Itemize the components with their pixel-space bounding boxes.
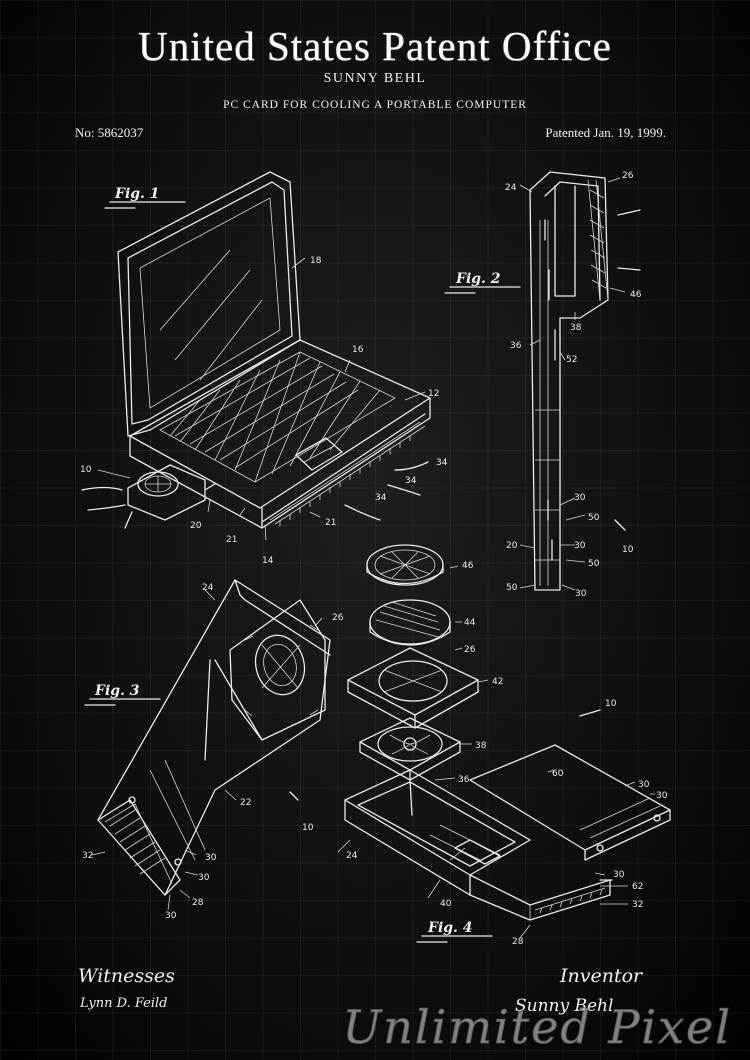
witnesses-label: Witnesses bbox=[78, 965, 175, 987]
ref-numeral: 14 bbox=[262, 556, 274, 566]
ref-numeral: 20 bbox=[506, 541, 518, 551]
figure-1-label: Fig. 1 bbox=[114, 186, 160, 202]
patent-date: Patented Jan. 19, 1999. bbox=[545, 125, 666, 140]
ref-numeral: 26 bbox=[464, 645, 476, 655]
figure-1-laptop-drawing: 18 16 12 10 34 34 34 20 21 21 14 Fig. 1 bbox=[80, 171, 448, 566]
witness-signature: Lynn D. Feild bbox=[80, 996, 168, 1011]
ref-numeral: 52 bbox=[566, 355, 577, 365]
inventor-name: SUNNY BEHL bbox=[323, 71, 427, 86]
figure-4-exploded-view: 46 44 26 42 10 38 36 60 30 30 24 40 30 6… bbox=[337, 544, 671, 947]
figure-3-label: Fig. 3 bbox=[94, 683, 140, 699]
ref-numeral: 21 bbox=[226, 535, 237, 545]
ref-numeral: 46 bbox=[630, 290, 642, 300]
figure-4-label: Fig. 4 bbox=[427, 920, 473, 936]
ref-numeral: 34 bbox=[405, 476, 417, 486]
patent-subtitle: PC CARD FOR COOLING A PORTABLE COMPUTER bbox=[223, 99, 527, 111]
ref-numeral: 50 bbox=[588, 513, 600, 523]
ref-numeral: 30 bbox=[656, 791, 668, 801]
ref-numeral: 30 bbox=[574, 541, 586, 551]
ref-numeral: 30 bbox=[574, 493, 586, 503]
ref-numeral: 44 bbox=[464, 618, 476, 628]
ref-numeral: 34 bbox=[375, 493, 387, 503]
ref-numeral: 32 bbox=[632, 900, 643, 910]
patent-number: No: 5862037 bbox=[75, 125, 144, 140]
figure-2-label: Fig. 2 bbox=[455, 271, 501, 287]
ref-numeral: 42 bbox=[492, 677, 503, 687]
ref-numeral: 18 bbox=[310, 256, 322, 266]
figure-3-pc-card: 24 26 22 10 32 30 30 28 30 Fig. 3 bbox=[82, 579, 344, 921]
ref-numeral: 24 bbox=[202, 583, 214, 593]
ref-numeral: 40 bbox=[440, 899, 452, 909]
ref-numeral: 21 bbox=[325, 518, 336, 528]
ref-numeral: 30 bbox=[613, 870, 625, 880]
ref-numeral: 30 bbox=[205, 853, 217, 863]
ref-numeral: 36 bbox=[510, 341, 522, 351]
ref-numeral: 10 bbox=[622, 545, 634, 555]
ref-numeral: 10 bbox=[80, 465, 92, 475]
ref-numeral: 26 bbox=[332, 613, 344, 623]
ref-numeral: 22 bbox=[240, 798, 251, 808]
ref-numeral: 34 bbox=[436, 458, 448, 468]
figure-2-cross-section: 24 26 46 38 36 52 30 50 30 50 20 50 30 1… bbox=[444, 171, 642, 599]
ref-numeral: 12 bbox=[428, 389, 439, 399]
watermark: Unlimited Pixel bbox=[342, 1000, 732, 1055]
ref-numeral: 36 bbox=[458, 775, 470, 785]
ref-numeral: 24 bbox=[346, 851, 358, 861]
ref-numeral: 10 bbox=[605, 699, 617, 709]
ref-numeral: 38 bbox=[570, 323, 582, 333]
page-title: United States Patent Office bbox=[138, 23, 612, 69]
ref-numeral: 30 bbox=[198, 873, 210, 883]
ref-numeral: 32 bbox=[82, 851, 93, 861]
ref-numeral: 50 bbox=[506, 583, 518, 593]
ref-numeral: 24 bbox=[505, 183, 517, 193]
ref-numeral: 20 bbox=[190, 521, 202, 531]
inventor-label: Inventor bbox=[560, 965, 643, 987]
ref-numeral: 30 bbox=[165, 911, 177, 921]
ref-numeral: 28 bbox=[512, 937, 524, 947]
inventor-signature: Sunny Behl bbox=[515, 996, 614, 1016]
ref-numeral: 62 bbox=[632, 882, 643, 892]
ref-numeral: 10 bbox=[302, 823, 314, 833]
ref-numeral: 16 bbox=[352, 345, 364, 355]
ref-numeral: 26 bbox=[622, 171, 634, 181]
ref-numeral: 30 bbox=[638, 780, 650, 790]
ref-numeral: 60 bbox=[552, 769, 564, 779]
ref-numeral: 30 bbox=[575, 589, 587, 599]
ref-numeral: 38 bbox=[475, 741, 487, 751]
ref-numeral: 50 bbox=[588, 559, 600, 569]
ref-numeral: 46 bbox=[462, 561, 474, 571]
ref-numeral: 28 bbox=[192, 898, 204, 908]
